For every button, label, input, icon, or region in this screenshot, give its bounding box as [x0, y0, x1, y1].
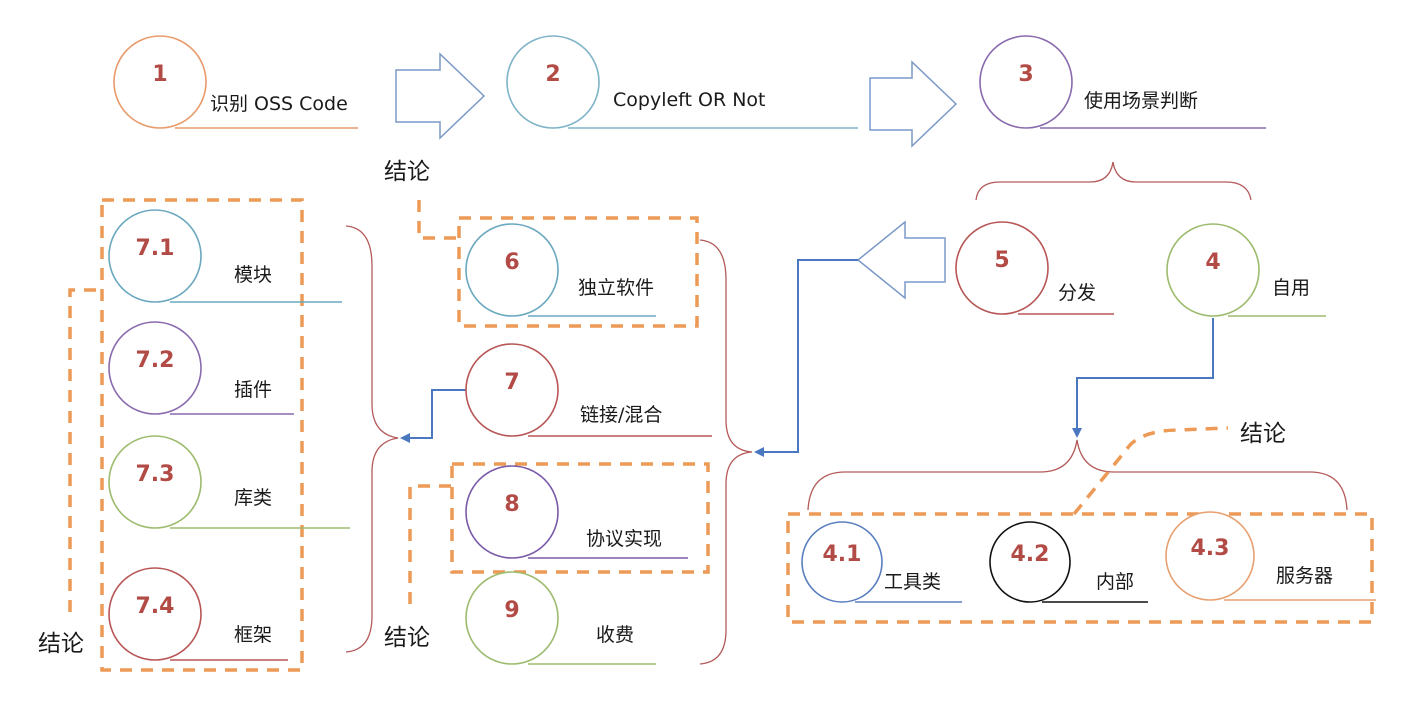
node-3-number: 3	[1018, 62, 1034, 87]
node-1-circle	[113, 35, 207, 129]
node-4-number: 4	[1205, 250, 1221, 275]
conclusion-leader-top	[417, 200, 459, 240]
node-8-label: 协议实现	[586, 528, 663, 550]
node-7-1-circle	[108, 209, 202, 303]
node-7-4-label: 框架	[234, 624, 273, 646]
brace-linking	[345, 225, 399, 653]
flow-arrow-2-3	[869, 60, 958, 148]
node-5-label: 分发	[1058, 282, 1097, 304]
node-4-1-circle	[801, 521, 883, 603]
node-2-number: 2	[545, 62, 561, 87]
node-4-1-number: 4.1	[822, 542, 862, 567]
node-2-label: Copyleft OR Not	[613, 89, 766, 111]
node-5-number: 5	[994, 248, 1010, 273]
node-4-label: 自用	[1272, 277, 1311, 299]
conclusion-box-4x	[786, 512, 1374, 624]
node-4-2-number: 4.2	[1010, 542, 1050, 567]
node-7-3-label: 库类	[234, 487, 273, 509]
node-2-circle	[506, 35, 600, 129]
connector-4-to-selfuse	[1072, 318, 1214, 438]
node-4-2-circle	[989, 521, 1071, 603]
conclusion-label-top: 结论	[384, 159, 430, 185]
node-1-label: 识别 OSS Code	[210, 93, 348, 115]
node-6-number: 6	[504, 250, 520, 275]
brace-distribute	[699, 239, 753, 665]
conclusion-leader-4x	[1072, 426, 1229, 516]
conclusion-box-6	[457, 216, 699, 328]
node-9-label: 收费	[596, 624, 635, 646]
conclusion-box-8	[450, 462, 710, 574]
flow-arrow-1-2	[395, 52, 486, 140]
conclusion-label-middle: 结论	[384, 625, 430, 651]
node-7-circle	[465, 343, 559, 437]
node-7-1-label: 模块	[234, 264, 273, 286]
node-7-2-number: 7.2	[135, 348, 175, 373]
node-7-2-circle	[108, 321, 202, 415]
conclusion-leader-left	[68, 288, 100, 612]
node-6-circle	[465, 223, 559, 317]
node-7-3-number: 7.3	[135, 462, 175, 487]
node-4-3-number: 4.3	[1190, 536, 1230, 561]
node-7-label: 链接/混合	[580, 404, 663, 426]
node-5-circle	[955, 221, 1049, 315]
brace-selfuse	[807, 439, 1348, 511]
node-3-label: 使用场景判断	[1084, 90, 1199, 112]
node-4-circle	[1166, 223, 1260, 317]
node-4-2-label: 内部	[1096, 571, 1135, 593]
brace-usage	[975, 161, 1252, 201]
node-3-circle	[979, 35, 1073, 129]
connector-7-to-linking	[400, 389, 466, 443]
connector-5-to-distribute	[754, 259, 858, 457]
node-1-number: 1	[152, 62, 168, 87]
conclusion-leader-8	[408, 484, 452, 604]
node-7-2-label: 插件	[234, 379, 273, 401]
node-4-3-circle	[1165, 511, 1255, 601]
node-8-number: 8	[504, 492, 520, 517]
node-4-1-label: 工具类	[884, 571, 942, 593]
node-8-circle	[465, 465, 559, 559]
node-9-circle	[465, 571, 559, 665]
node-7-4-circle	[108, 567, 202, 661]
node-7-4-number: 7.4	[135, 594, 175, 619]
node-9-number: 9	[504, 598, 520, 623]
node-6-label: 独立软件	[578, 277, 655, 299]
node-7-3-circle	[108, 435, 202, 529]
node-7-1-number: 7.1	[135, 236, 175, 261]
conclusion-label-left: 结论	[38, 631, 84, 657]
node-7-number: 7	[504, 370, 520, 395]
conclusion-label-right: 结论	[1240, 421, 1286, 447]
flow-arrow-5-left	[856, 220, 946, 300]
node-4-3-label: 服务器	[1276, 565, 1334, 587]
